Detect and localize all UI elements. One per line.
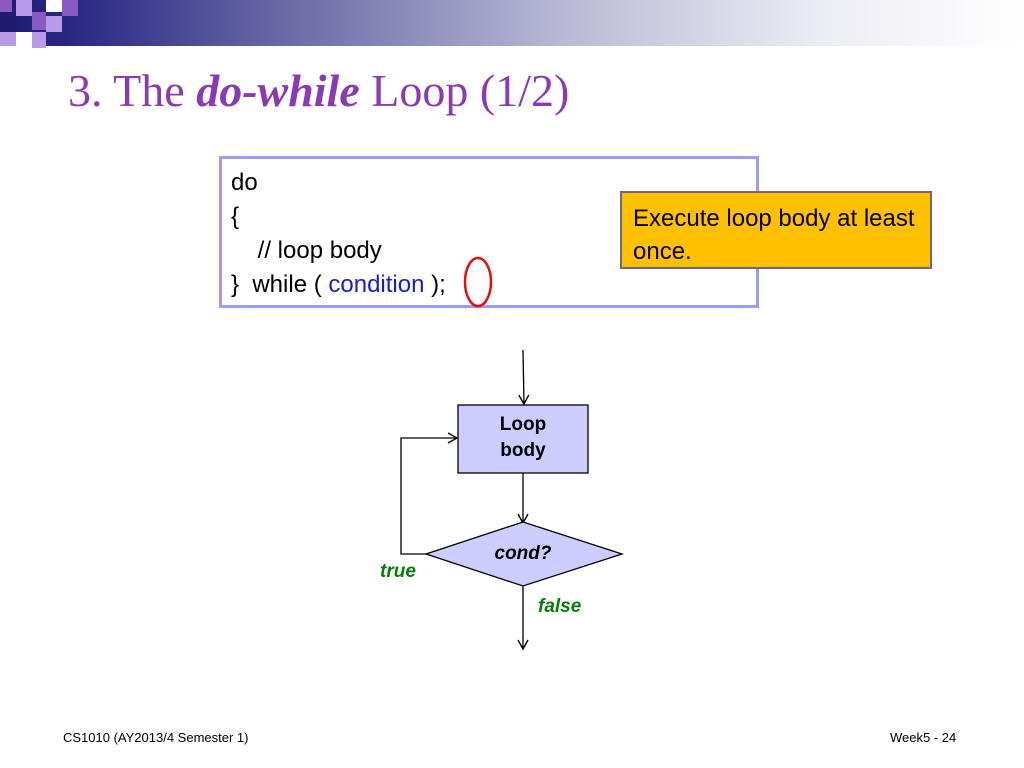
title-suffix: Loop (1/2) (359, 65, 570, 116)
code-line-do: do (231, 169, 258, 196)
code-while-start: } while ( (231, 271, 329, 298)
title-emphasis: do-while (196, 65, 360, 116)
loop-body-label: Loop body (458, 412, 588, 464)
callout-note: Execute loop body at least once. (620, 191, 932, 269)
loop-body-line2: body (500, 440, 546, 461)
code-line-open-brace: { (231, 203, 240, 230)
title-prefix: 3. The (68, 65, 197, 116)
entry-arrow (518, 349, 530, 406)
loop-body-box (457, 404, 589, 474)
loop-body-line1: Loop (499, 414, 547, 435)
code-line-while: } while ( condition ); (231, 271, 446, 299)
true-loop-back (400, 432, 459, 555)
footer-course: CS1010 (AY2013/4 Semester 1) (63, 730, 249, 745)
code-while-end: ); (424, 271, 446, 298)
header-band (0, 0, 1024, 46)
slide-title: 3. The do-while Loop (1/2) (68, 64, 569, 117)
semicolon-highlight (463, 256, 493, 308)
code-condition: condition (328, 271, 425, 298)
footer-page: Week5 - 24 (890, 730, 957, 745)
code-line-comment: // loop body (231, 237, 382, 264)
false-label: false (538, 596, 582, 617)
decision-label: cond? (494, 543, 552, 564)
true-label: true (380, 561, 416, 582)
